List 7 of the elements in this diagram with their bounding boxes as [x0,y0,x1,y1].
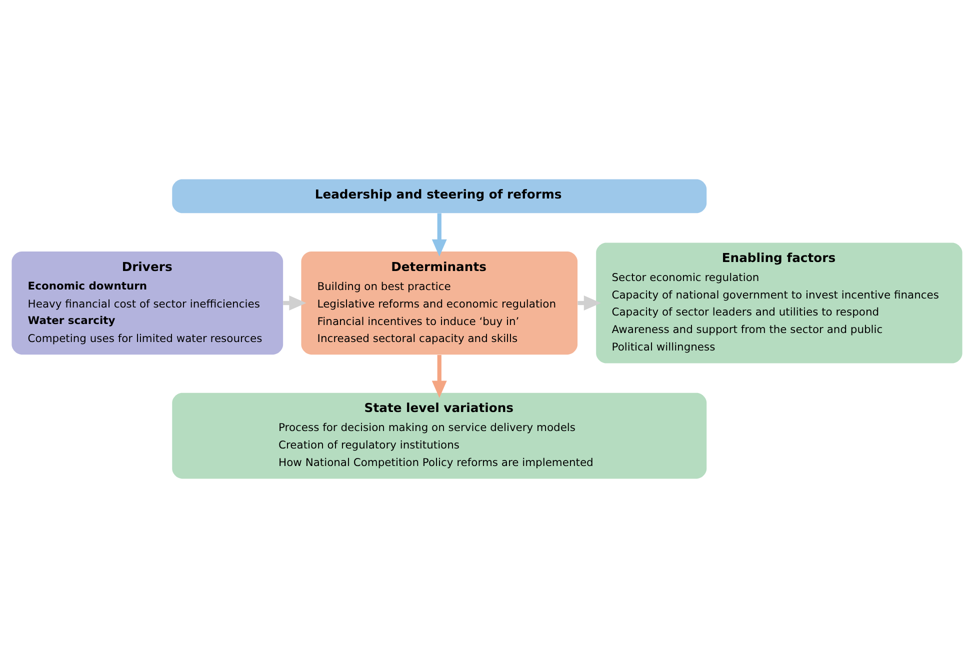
arrow [432,354,447,398]
node-box: Drivers Economic downturn Heavy financial cost of sector inefficiencies Water scarcity Competing uses for limited water resources [12,251,284,355]
node-box: Leadership and steering of reforms [172,179,707,214]
arrow [432,213,447,256]
node-box: State level variations Process for decision making on service delivery models Creation of regulatory institutions How National Competition Policy reforms are implemented [172,392,707,479]
node-box: Enabling factors Sector economic regulation Capacity of national government to invest incentive finances Capacity of sector leaders and utilities to respond Awareness and support from the sector and public Political willingness [596,242,962,364]
node-box: Determinants Building on best practice Legislative reforms and economic regulation Financial incentives to induce ‘buy in’ Increased sectoral capacity and skills [301,251,578,355]
